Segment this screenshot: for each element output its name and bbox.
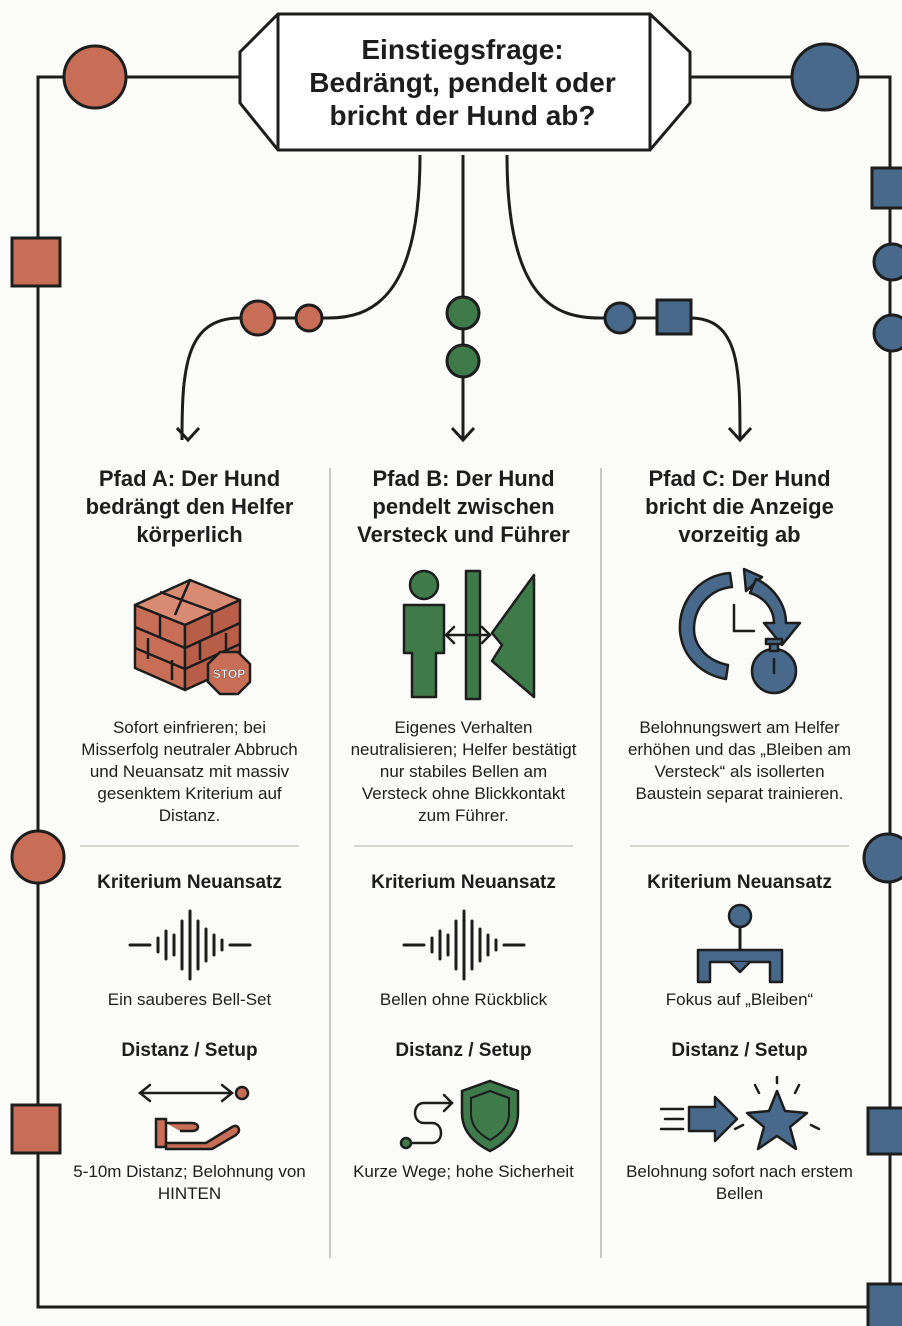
hand-distance-icon xyxy=(72,1069,307,1161)
frame-node-square xyxy=(870,166,902,210)
criterion-text: Fokus auf „Bleiben“ xyxy=(665,990,814,1009)
frame-node-circle xyxy=(872,242,902,282)
person-wall-hide-icon xyxy=(346,565,581,705)
path-c-title: Pfad C: Der Hund bricht die Anzeige vorz… xyxy=(645,466,834,547)
svg-text:STOP: STOP xyxy=(212,667,244,681)
criterion-text: Ein sauberes Bell-Set xyxy=(107,990,272,1009)
frame-node-square xyxy=(866,1106,902,1156)
setup-label: Distanz / Setup xyxy=(671,1040,808,1061)
frame-node-square xyxy=(10,236,62,288)
title-line: bricht der Hund ab? xyxy=(329,99,596,131)
path-c-action: Belohnungswert am Helfer erhöhen und das… xyxy=(627,718,852,803)
title-question: Einstiegsfrage: Bedrängt, pendelt oder b… xyxy=(290,22,635,142)
frame-node-circle xyxy=(872,313,902,353)
path-a-node xyxy=(294,303,324,333)
frame-node-circle xyxy=(62,44,128,110)
path-c-node xyxy=(655,298,693,336)
frame-node-circle xyxy=(790,42,860,112)
frame-node-square xyxy=(866,1282,902,1326)
path-a-action: Sofort einfrieren; bei Misserfolg neutra… xyxy=(81,718,298,825)
setup-label: Distanz / Setup xyxy=(121,1040,258,1061)
path-b-node xyxy=(445,295,481,331)
setup-text: 5-10m Distanz; Belohnung von HINTEN xyxy=(73,1162,306,1203)
path-a-column: Pfad A: Der Hund bedrängt den Helfer kör… xyxy=(72,465,307,1205)
arrow-star-icon xyxy=(622,1069,857,1161)
brick-box-stop-icon: STOP xyxy=(72,565,307,705)
criterion-label: Kriterium Neuansatz xyxy=(647,872,832,893)
path-b-column: Pfad B: Der Hund pendelt zwischen Verste… xyxy=(346,465,581,1183)
path-shield-icon xyxy=(346,1069,581,1161)
sound-wave-icon xyxy=(72,901,307,989)
path-a-title: Pfad A: Der Hund bedrängt den Helfer kör… xyxy=(85,466,294,547)
frame-right-line xyxy=(690,75,892,1307)
divider xyxy=(354,845,573,847)
clock-stopwatch-icon xyxy=(622,565,857,705)
title-line: Bedrängt, pendelt oder xyxy=(309,66,616,98)
connector-path-c xyxy=(505,154,742,441)
setup-text: Kurze Wege; hohe Sicherheit xyxy=(353,1162,574,1181)
path-b-title: Pfad B: Der Hund pendelt zwischen Verste… xyxy=(357,466,570,547)
path-b-node xyxy=(445,343,481,379)
frame-left-line xyxy=(36,75,890,1309)
criterion-label: Kriterium Neuansatz xyxy=(97,872,282,893)
frame-node-circle xyxy=(10,829,66,885)
title-box xyxy=(238,12,692,152)
criterion-label: Kriterium Neuansatz xyxy=(371,872,556,893)
path-c-node xyxy=(603,301,637,335)
joystick-icon xyxy=(622,901,857,989)
sound-wave-icon xyxy=(346,901,581,989)
setup-text: Belohnung sofort nach erstem Bellen xyxy=(626,1162,853,1203)
title-line: Einstiegsfrage: xyxy=(361,33,564,65)
criterion-text: Bellen ohne Rückblick xyxy=(379,990,548,1009)
divider xyxy=(630,845,849,847)
path-b-action: Eigenes Verhalten neutralisieren; Helfer… xyxy=(350,718,577,825)
setup-label: Distanz / Setup xyxy=(395,1040,532,1061)
path-c-column: Pfad C: Der Hund bricht die Anzeige vorz… xyxy=(622,465,857,1205)
connector-path-a xyxy=(180,154,422,441)
frame-node-circle xyxy=(862,832,902,884)
frame-node-square xyxy=(10,1103,62,1155)
divider xyxy=(80,845,299,847)
arrow-head-c xyxy=(727,426,753,443)
arrow-head-a xyxy=(175,426,201,443)
arrow-head-b xyxy=(450,426,476,443)
path-a-node xyxy=(239,299,277,337)
